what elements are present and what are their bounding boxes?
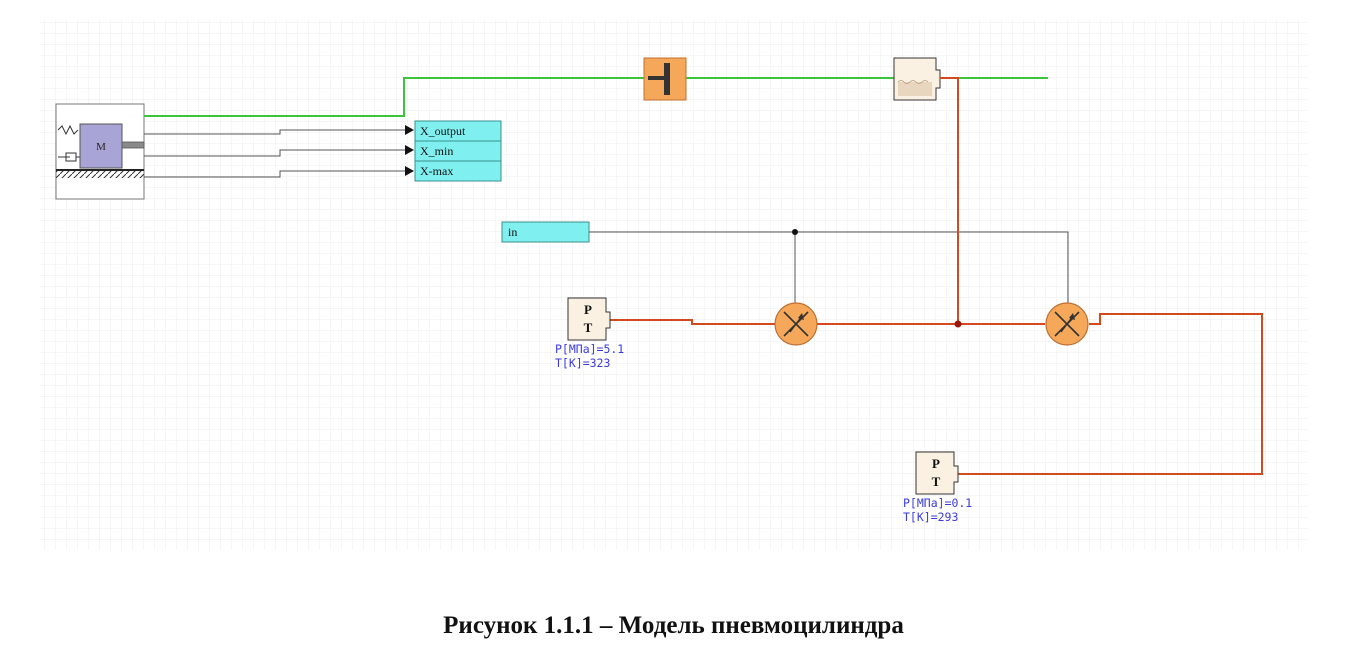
input-signal-lines [589,231,1069,304]
pressure-letter: P [932,456,940,471]
pneumatic-chamber[interactable] [893,57,941,101]
pressure-letter: P [584,302,592,317]
port-label: X-max [420,164,453,178]
pneumatic-lines [610,77,1263,475]
chamber-fill [898,82,932,96]
piston-shaft-icon [648,76,666,80]
throttle-valve-left[interactable] [774,302,818,346]
temperature-letter: T [932,474,941,489]
source-high-temperature-label: T[K]=323 [555,356,610,370]
piston-head-icon [664,63,670,95]
port-label: X_output [420,124,466,138]
output-port-x-max[interactable]: X-max [414,160,502,182]
schematic-canvas: M X_output X_min X-m [40,20,1308,550]
throttle-valve-right[interactable] [1045,302,1089,346]
source-low-temperature-label: T[K]=293 [903,510,958,524]
output-arrows [405,125,414,176]
spring-icon [57,124,79,136]
output-signal-lines [144,129,410,178]
input-port-in[interactable]: in [501,221,590,243]
output-port-x-output[interactable]: X_output [414,120,502,142]
signal-junction [792,229,798,235]
output-port-x-min[interactable]: X_min [414,140,502,162]
mass-label: M [96,141,106,153]
temperature-letter: T [584,320,593,335]
figure-caption: Рисунок 1.1.1 – Модель пневмоцилиндра [443,612,904,639]
pressure-source-low[interactable]: P T [915,451,959,495]
source-low-pressure-label: P[МПа]=0.1 [903,496,972,510]
mass-spring-damper-block[interactable]: M [55,103,145,200]
mass-box [79,123,123,169]
ground-hatch [56,171,144,178]
pneumatic-junction [954,320,962,328]
port-label: X_min [420,144,453,158]
pressure-source-high[interactable]: P T [567,297,611,341]
source-high-pressure-label: P[МПа]=5.1 [555,342,624,356]
input-port-label: in [508,225,517,239]
grid-background [40,20,1308,550]
piston-block[interactable] [643,57,687,101]
damper-icon [58,152,80,162]
piston-rod [121,141,145,149]
